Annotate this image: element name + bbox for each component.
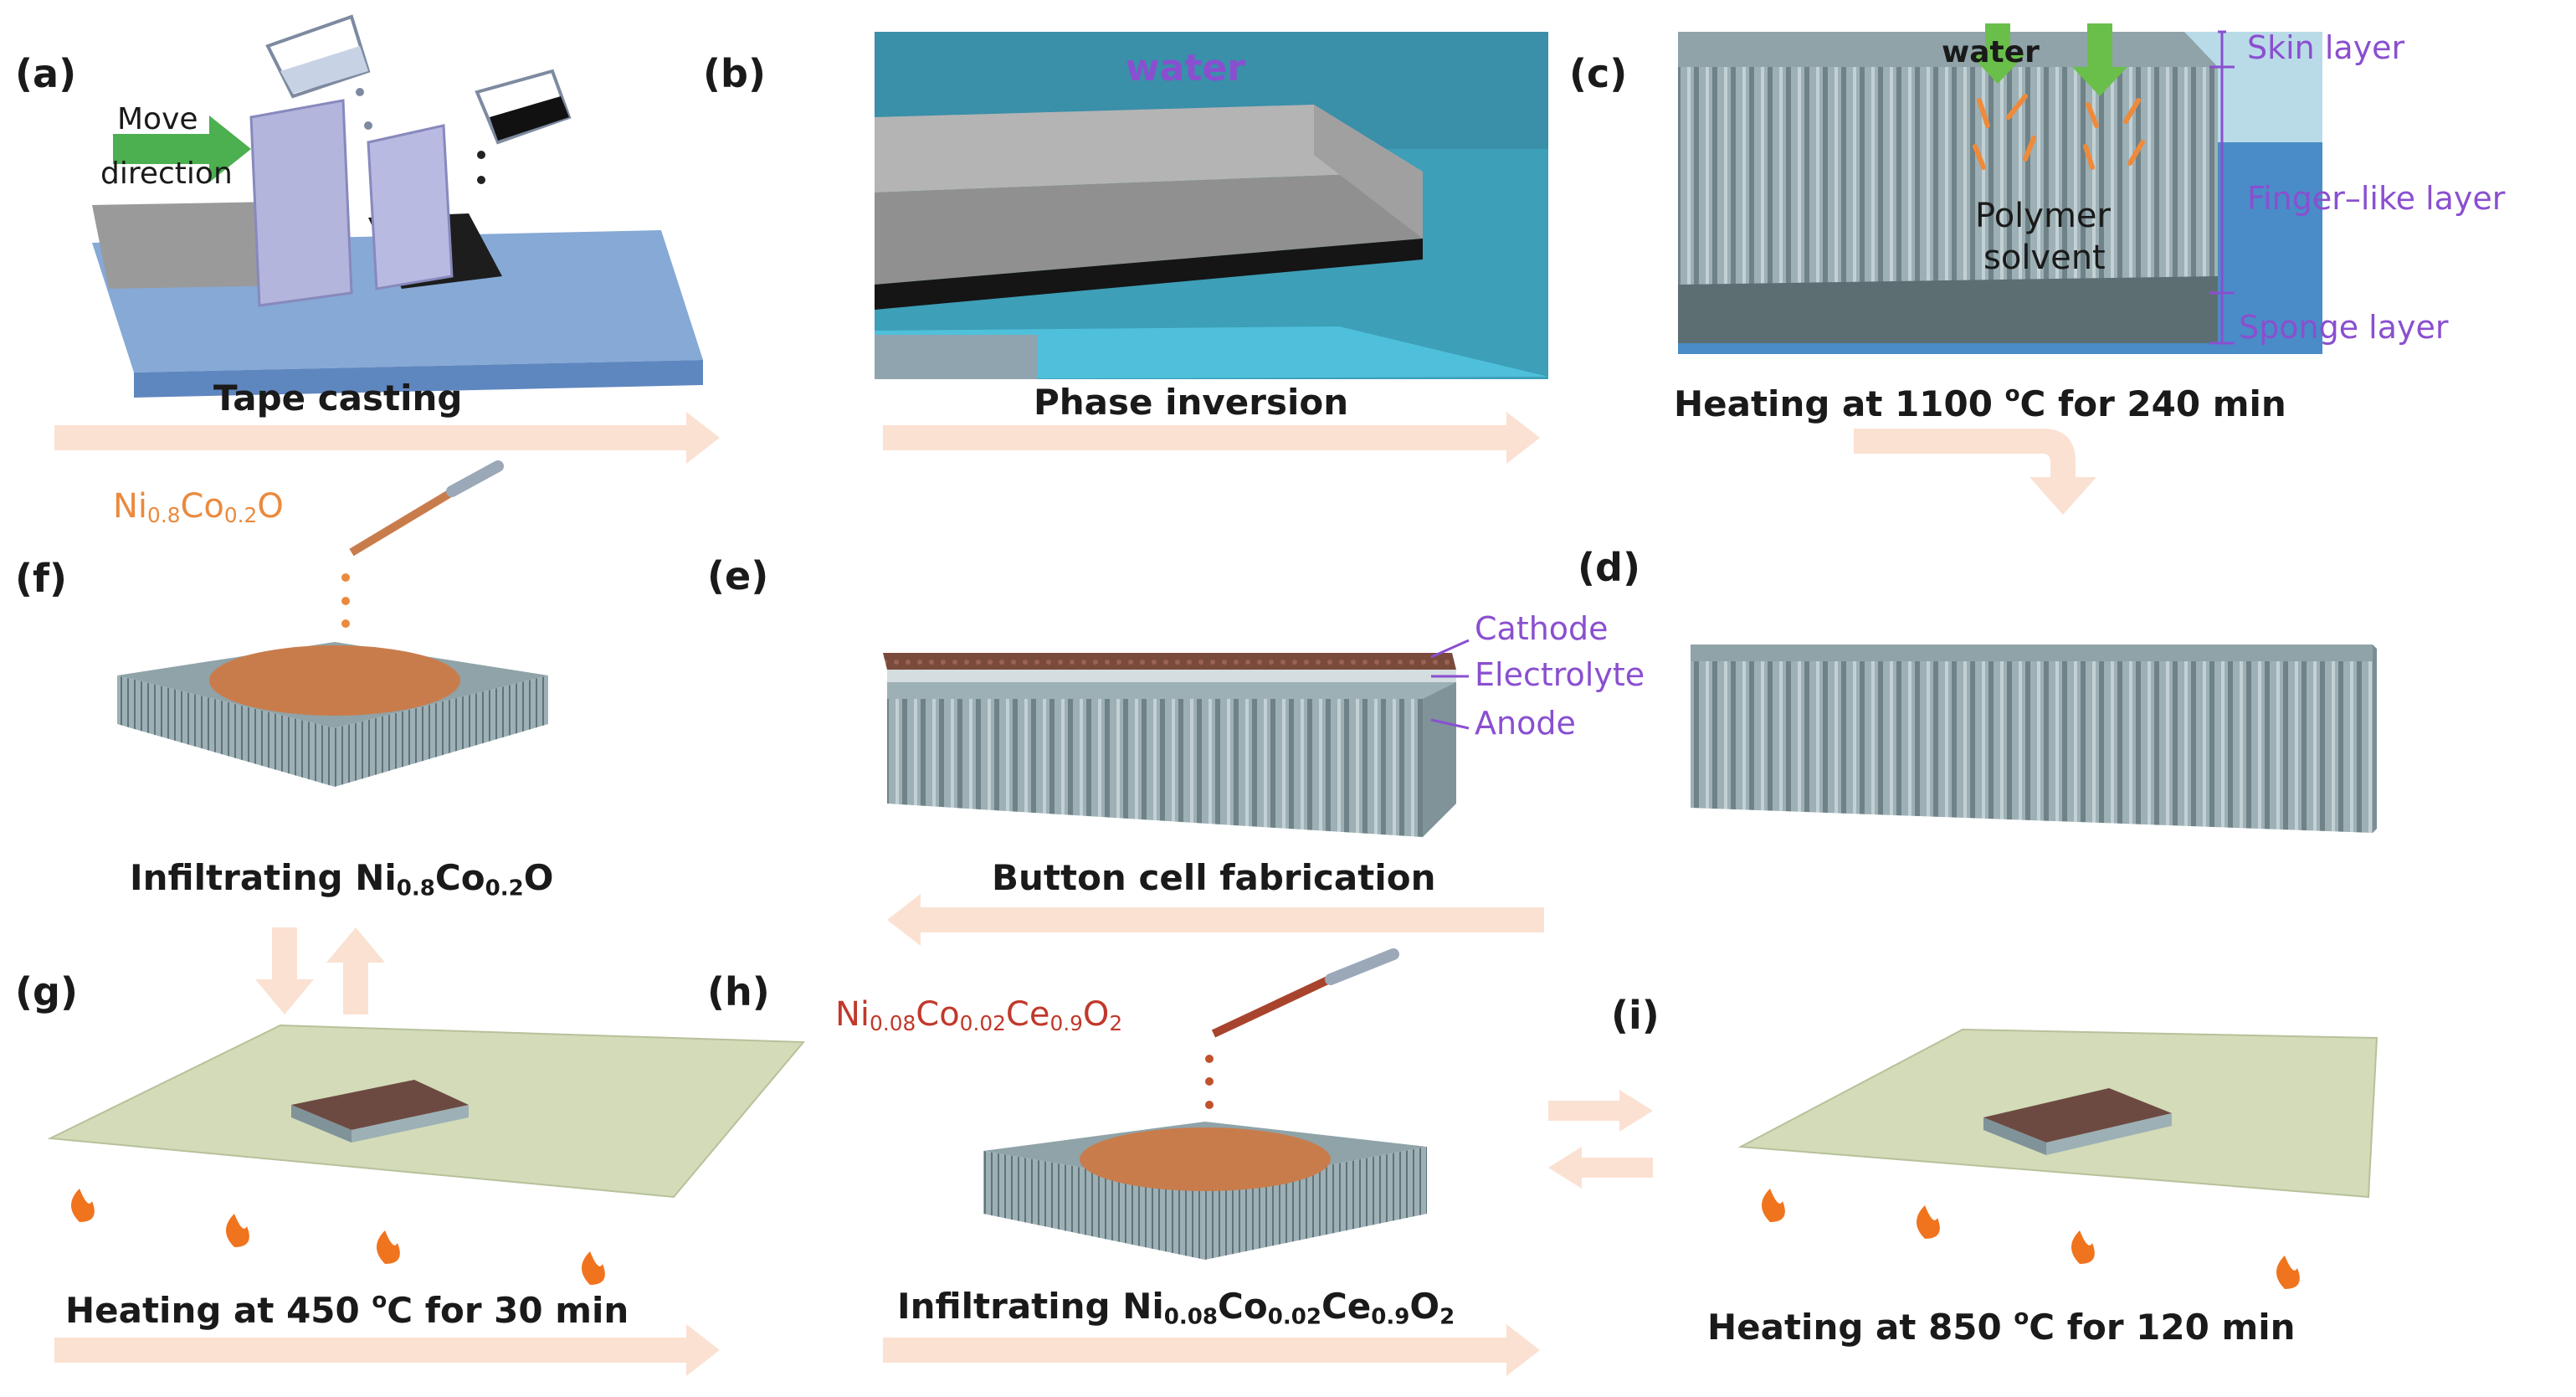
- infiltrated-region-h: [1080, 1127, 1331, 1191]
- water-label-b: water: [1126, 47, 1245, 90]
- caption-phase-inversion: Phase inversion: [1034, 382, 1349, 423]
- caption-tape-casting: Tape casting: [213, 377, 463, 419]
- heating-plate-g: [47, 1024, 806, 1285]
- panel-label-a: (a): [15, 51, 77, 96]
- polymer-label: Polymer: [1975, 197, 2111, 235]
- formula-ni08co02o: Ni0.8Co0.2O: [113, 487, 284, 528]
- phase-inversion-bath: [875, 32, 1548, 379]
- doctor-blade-back: [249, 99, 353, 307]
- tape-casting-apparatus: [92, 14, 703, 398]
- panel-label-f: (f): [15, 556, 68, 601]
- flames-g: [71, 1189, 605, 1285]
- formula-ni008co002ce09o2: Ni0.08Co0.02Ce0.9O2: [835, 995, 1123, 1036]
- caption-heating-850: Heating at 850 oC for 120 min: [1707, 1304, 2296, 1348]
- panel-label-i: (i): [1611, 993, 1660, 1038]
- heating-plate-i: [1737, 1028, 2378, 1289]
- cathode-label: Cathode: [1475, 610, 1609, 647]
- sintered-anode-support: [1691, 645, 2377, 833]
- green-sheet-top: [875, 105, 1423, 193]
- green-sheet-black: [875, 239, 1423, 310]
- arrow-f-down: [255, 927, 314, 1014]
- pouring-beaker-2: [475, 69, 572, 145]
- casting-bed-side: [134, 360, 703, 398]
- anode-layer: [887, 699, 1423, 837]
- move-direction-arrow: [113, 116, 251, 182]
- pouring-beaker-1: [265, 14, 371, 99]
- caption-button-cell: Button cell fabrication: [992, 857, 1436, 898]
- sponge-layer-label: Sponge layer: [2239, 309, 2449, 346]
- panel-label-d: (d): [1578, 545, 1640, 590]
- move-label: Move: [117, 102, 198, 136]
- layer-brackets: [2209, 30, 2235, 345]
- finger-like-layer-label: Finger–like layer: [2247, 180, 2506, 217]
- flames-i: [1762, 1189, 2300, 1289]
- panel-label-c: (c): [1569, 51, 1628, 96]
- caption-heating-1100: Heating at 1100 oC for 240 min: [1674, 381, 2286, 424]
- infiltration-f: [117, 460, 548, 787]
- pipette-f: [349, 460, 504, 557]
- arrow-i-to-h: [1548, 1147, 1653, 1189]
- flow-arrows: [54, 412, 2096, 1376]
- button-cell: [883, 639, 1470, 837]
- electrolyte-label: Electrolyte: [1475, 656, 1645, 693]
- caption-infiltrating-f: Infiltrating Ni0.8Co0.2O: [130, 857, 554, 901]
- green-sheet-right: [1314, 105, 1423, 239]
- panel-label-g: (g): [15, 969, 78, 1014]
- membrane-cross-section: [1678, 23, 2322, 354]
- arrow-c-to-d: [1854, 429, 2096, 515]
- panel-label-b: (b): [703, 51, 766, 96]
- infiltration-h: [983, 948, 1427, 1260]
- water-arrow-right: [2072, 23, 2127, 96]
- panel-label-e: (e): [707, 553, 769, 598]
- arrow-g-bottom: [54, 1324, 720, 1376]
- caption-infiltrating-h: Infiltrating Ni0.08Co0.02Ce0.9O2: [897, 1286, 1455, 1330]
- arrow-a-to-b: [54, 412, 720, 464]
- solvent-label: solvent: [1983, 239, 2106, 277]
- anode-label: Anode: [1475, 705, 1576, 742]
- doctor-blade-front: [367, 124, 454, 290]
- panel-label-h: (h): [707, 969, 770, 1014]
- anode-layer-top: [887, 682, 1456, 699]
- water-label-c: water: [1942, 35, 2040, 69]
- arrow-b-to-c: [883, 412, 1540, 464]
- caption-heating-450: Heating at 450 oC for 30 min: [65, 1287, 629, 1331]
- arrow-d-to-e: [887, 894, 1544, 946]
- pipette-h: [1211, 948, 1399, 1038]
- solvent-exchange-arrows: [1973, 94, 2145, 170]
- electrolyte-layer: [887, 670, 1456, 682]
- cathode-layer: [883, 653, 1456, 670]
- direction-label: direction: [100, 157, 233, 191]
- arrow-h-to-i: [1548, 1090, 1653, 1132]
- arrow-g-up: [326, 927, 385, 1014]
- arrow-h-bottom: [883, 1324, 1540, 1376]
- skin-layer-label: Skin layer: [2247, 29, 2405, 66]
- infiltrated-region: [209, 645, 460, 716]
- green-sheet-front: [875, 172, 1423, 285]
- water-arrow-left: [1970, 23, 2025, 84]
